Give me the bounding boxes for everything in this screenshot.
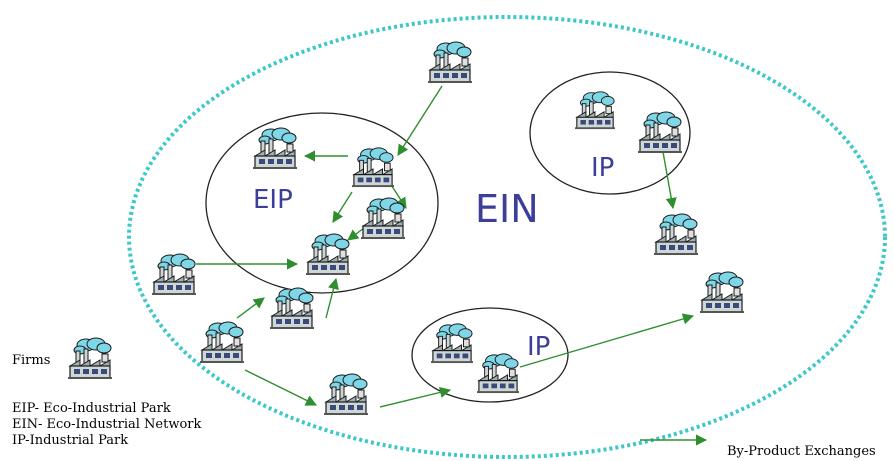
ein-label: EIN bbox=[475, 187, 539, 231]
legend-factory-icon bbox=[67, 337, 113, 380]
factory-icon bbox=[351, 147, 395, 188]
arrow-firm-to-firm bbox=[236, 297, 265, 319]
arrow-firm-to-bottom bbox=[244, 369, 318, 406]
legend-exchanges-label: By-Product Exchanges bbox=[727, 444, 876, 459]
ip-bottom-boundary bbox=[411, 307, 569, 403]
ip-bottom-label: IP bbox=[527, 332, 550, 362]
arrow-ip-to-right bbox=[519, 313, 695, 368]
arrow-bottom-to-ip bbox=[379, 386, 452, 408]
eip-boundary bbox=[205, 112, 439, 294]
legend-eip-definition: EIP- Eco-Industrial Park bbox=[12, 401, 171, 416]
exchange-arrows bbox=[196, 85, 708, 446]
factory-icon bbox=[269, 287, 315, 330]
arrow-top-to-eip bbox=[397, 85, 443, 156]
legend-firms-label: Firms bbox=[12, 353, 50, 368]
factory-icon bbox=[574, 91, 616, 130]
arrow-ip-top-down bbox=[662, 151, 677, 210]
ein-boundary bbox=[127, 15, 887, 459]
factory-icon bbox=[699, 271, 745, 314]
ip-top-boundary bbox=[529, 71, 691, 195]
legend-definitions: EIP- Eco-Industrial Park EIN- Eco-Indust… bbox=[12, 401, 201, 449]
factory-icon bbox=[430, 323, 474, 364]
ip-top-label: IP bbox=[591, 153, 614, 183]
arrow-lower-to-eip bbox=[325, 277, 339, 319]
factory-icon bbox=[653, 213, 699, 256]
factory-icon bbox=[476, 353, 520, 394]
eip-label: EIP bbox=[253, 185, 293, 215]
factory-icon bbox=[427, 41, 473, 84]
factory-icon bbox=[252, 127, 298, 170]
factory-icon bbox=[305, 233, 351, 276]
factory-icon bbox=[360, 197, 406, 240]
factory-icon bbox=[323, 373, 369, 416]
legend-ein-definition: EIN- Eco-Industrial Network bbox=[12, 417, 202, 432]
legend-ip-definition: IP-Industrial Park bbox=[12, 433, 129, 448]
firms bbox=[67, 41, 745, 416]
arrow-eip-down-left bbox=[332, 191, 353, 223]
factory-icon bbox=[199, 321, 245, 364]
factory-icon bbox=[151, 253, 197, 296]
factory-icon bbox=[637, 111, 683, 154]
